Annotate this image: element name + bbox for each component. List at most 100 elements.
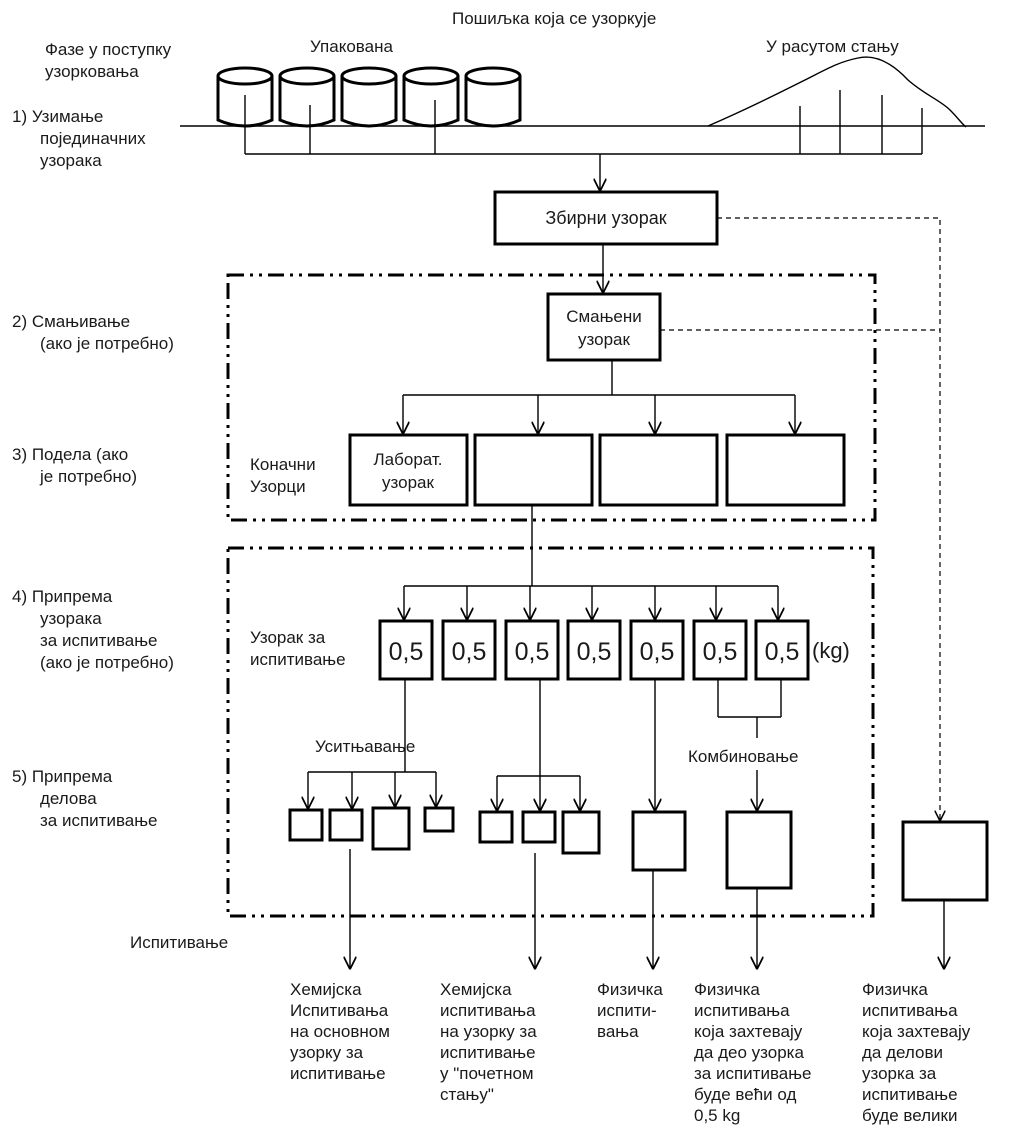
phase4-line2: узорака xyxy=(40,609,102,628)
outcome-2-line5: у "почетном xyxy=(440,1064,534,1083)
outcome-5-line7: буде велики xyxy=(862,1106,957,1125)
final-samples-line1: Коначни xyxy=(250,455,316,474)
frame-preparation xyxy=(226,546,875,918)
outcome-1-line3: на основном xyxy=(290,1022,390,1041)
outcome-3-line3: вања xyxy=(597,1022,639,1041)
phase4-line1: 4) Припрема xyxy=(12,587,113,606)
portion-box-7 xyxy=(561,810,601,855)
bulk-label: У расутом стању xyxy=(766,37,899,56)
outcome-4-line1: Физичка xyxy=(694,980,760,999)
lab-sample-line1: Лаборат. xyxy=(374,450,443,469)
outcome-5-line3: која захтевају xyxy=(862,1022,971,1041)
outcome-4-line7: 0,5 kg xyxy=(694,1106,740,1125)
outcome-5-line2: испитивања xyxy=(862,1001,958,1020)
final-sample-box-4 xyxy=(725,433,846,507)
outcome-4-line4: да део узорка xyxy=(694,1043,804,1062)
phase1-line2: појединачних xyxy=(40,129,146,148)
outcome-2-line4: испитивање xyxy=(440,1043,536,1062)
outcome-1: Хемијска Испитивања на основном узорку з… xyxy=(290,980,390,1083)
container-2 xyxy=(278,66,336,128)
aggregate-sample-label: Збирни узорак xyxy=(545,208,666,228)
phase5-line3: за испитивање xyxy=(40,811,158,830)
final-samples-line2: Узорци xyxy=(250,477,306,496)
bulk-heap-outline xyxy=(707,56,967,128)
outcome-4-line3: која захтевају xyxy=(694,1022,803,1041)
grinding-label: Уситњавање xyxy=(315,737,415,756)
test-sample-box-5 xyxy=(629,619,685,681)
test-sample-value-5: 0,5 xyxy=(640,638,675,666)
test-sample-distribution xyxy=(404,505,778,619)
portion-box-9 xyxy=(725,810,793,890)
test-sample-value-3: 0,5 xyxy=(515,638,550,666)
aggregate-sample-box xyxy=(493,190,719,246)
outcome-1-line5: испитивање xyxy=(290,1064,386,1083)
outcome-3: Физичка испити- вања xyxy=(597,980,663,1041)
frame-reduction-division xyxy=(226,273,877,522)
combining-label: Комбиновање xyxy=(688,747,799,766)
test-sample-box-7 xyxy=(754,619,810,681)
outcome-1-line1: Хемијска xyxy=(290,980,362,999)
outcome-1-line4: узорку за xyxy=(290,1043,364,1062)
test-sample-value-1: 0,5 xyxy=(389,638,424,666)
outcome-2: Хемијска испитивања на узорку за испитив… xyxy=(440,980,537,1104)
phase1-line3: узорака xyxy=(40,151,102,170)
container-3 xyxy=(340,66,398,128)
phase5-line2: делова xyxy=(40,789,97,808)
portion-box-6 xyxy=(521,810,557,844)
container-4 xyxy=(402,66,460,128)
phase3-line2: је потребно) xyxy=(39,467,137,486)
portion-box-8 xyxy=(631,810,687,872)
collection-lines xyxy=(244,90,923,190)
phase3-line1: 3) Подела (ако xyxy=(12,445,128,464)
test-sample-value-7: 0,5 xyxy=(765,638,800,666)
phase5-line1: 5) Припрема xyxy=(12,767,113,786)
test-sample-label-line2: испитивање xyxy=(250,650,346,669)
outcome-2-line2: испитивања xyxy=(440,1001,536,1020)
portion-box-3 xyxy=(371,806,411,851)
test-sample-box-6 xyxy=(692,619,748,681)
portion-box-large xyxy=(901,820,989,902)
testing-label: Испитивање xyxy=(130,933,228,952)
unit-kg: (kg) xyxy=(812,638,850,663)
reduced-sample-line2: узорак xyxy=(578,330,630,349)
test-sample-box-2 xyxy=(441,619,497,681)
lab-sample-line2: узорак xyxy=(382,473,434,492)
grinding-lines xyxy=(308,679,436,808)
phases-title-line2: узорковања xyxy=(45,62,139,81)
consignment-title: Пошиљка која се узоркује xyxy=(452,9,656,28)
outcome-2-line3: на узорку за xyxy=(440,1022,537,1041)
test-sample-box-4 xyxy=(566,619,622,681)
outcome-4-line2: испитивања xyxy=(694,1001,790,1020)
container-5 xyxy=(464,66,522,128)
outcome-2-line6: стању" xyxy=(440,1085,494,1104)
portion-box-4 xyxy=(423,806,455,833)
test-sample-label-line1: Узорак за xyxy=(250,628,326,647)
test-sample-value-2: 0,5 xyxy=(452,638,487,666)
packed-containers xyxy=(216,66,522,128)
outcome-3-line1: Физичка xyxy=(597,980,663,999)
outcome-3-line2: испити- xyxy=(597,1001,657,1020)
phase2-line1: 2) Смањивање xyxy=(12,312,130,331)
phase1-line1: 1) Узимање xyxy=(12,107,103,126)
test-sample-value-6: 0,5 xyxy=(703,638,738,666)
outcome-1-line2: Испитивања xyxy=(290,1001,389,1020)
final-sample-box-2 xyxy=(473,433,594,507)
packed-label: Упакована xyxy=(310,37,393,56)
outcome-5-line5: узорка за xyxy=(862,1064,937,1083)
outcome-5-line1: Физичка xyxy=(862,980,928,999)
outcome-4: Физичка испитивања која захтевају да део… xyxy=(694,980,812,1125)
phase4-line3: за испитивање xyxy=(40,631,158,650)
reduced-sample-box xyxy=(546,292,662,362)
portion-box-5 xyxy=(478,810,514,844)
portion-box-1 xyxy=(288,808,324,842)
initial-state-lines xyxy=(497,679,580,810)
combining-lines xyxy=(717,679,782,810)
test-sample-box-3 xyxy=(504,619,560,681)
test-sample-box-1 xyxy=(378,619,434,681)
lab-sample-box xyxy=(348,433,469,507)
phases-title-line1: Фазе у поступку xyxy=(45,40,172,59)
test-sample-boxes: 0,5 0,5 0,5 0,5 0,5 0,5 0,5 xyxy=(378,619,810,681)
final-sample-box-3 xyxy=(598,433,719,507)
testing-arrows xyxy=(350,849,944,968)
